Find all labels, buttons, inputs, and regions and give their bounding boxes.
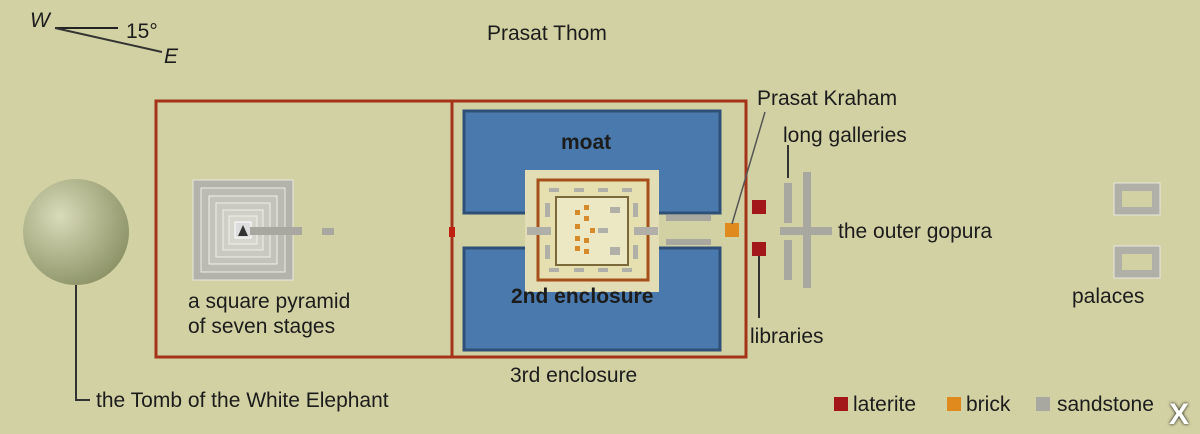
pyramid <box>192 179 334 281</box>
page-title: Prasat Thom <box>487 22 607 45</box>
library-north <box>752 200 766 214</box>
library-south <box>752 242 766 256</box>
pyramid-label-line2: of seven stages <box>188 315 335 338</box>
outer-gopura <box>780 172 832 288</box>
prasat-kraham-marker <box>725 223 739 237</box>
palaces-label: palaces <box>1072 285 1144 308</box>
prasat-kraham-label: Prasat Kraham <box>757 87 897 110</box>
long-galleries-label: long galleries <box>783 124 907 147</box>
legend-swatch-sandstone <box>1036 397 1050 411</box>
tomb-label: the Tomb of the White Elephant <box>96 389 389 412</box>
pyramid-label-line1: a square pyramid <box>188 290 350 313</box>
compass-west: W <box>30 9 52 32</box>
libraries-label: libraries <box>750 325 824 348</box>
close-button[interactable]: X <box>1168 398 1189 431</box>
third-enclosure-label: 3rd enclosure <box>510 364 637 387</box>
legend-label-sandstone: sandstone <box>1057 393 1154 416</box>
legend-label-laterite: laterite <box>853 393 916 416</box>
outer-gopura-label: the outer gopura <box>838 220 992 243</box>
legend: laterite brick sandstone <box>834 393 1154 416</box>
tomb-sphere <box>23 179 129 285</box>
legend-swatch-laterite <box>834 397 848 411</box>
compass-angle: 15° <box>126 20 158 43</box>
moat-label: moat <box>561 131 611 154</box>
compass: W 15° E <box>30 9 179 68</box>
legend-label-brick: brick <box>966 393 1011 416</box>
second-enclosure-label: 2nd enclosure <box>511 285 653 308</box>
legend-swatch-brick <box>947 397 961 411</box>
compass-east: E <box>164 45 179 68</box>
